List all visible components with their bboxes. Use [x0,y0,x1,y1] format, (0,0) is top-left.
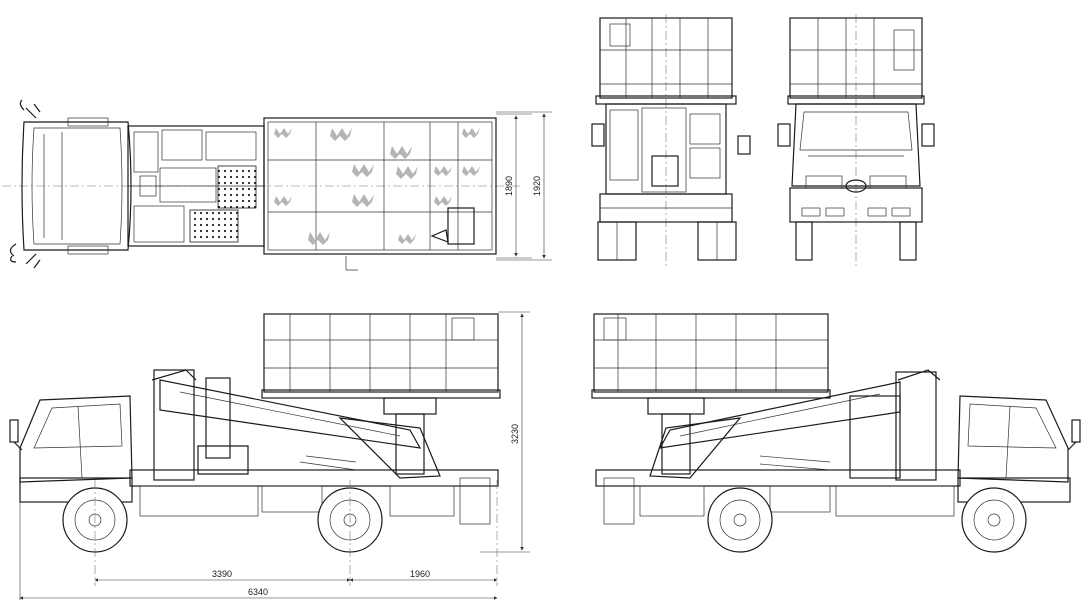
front-view [777,14,935,268]
dim-platform-width: 1890 [504,176,514,196]
rear-view [591,14,751,268]
right-side-view [591,313,1081,553]
dim-overall-length: 6340 [248,587,268,597]
dim-wheelbase: 3390 [212,569,232,579]
dim-overall-width: 1920 [532,176,542,196]
left-side-view: 3230 3390 1960 6340 [9,311,530,600]
dim-stowed-height: 3230 [510,424,520,444]
top-view: 1890 1920 [2,99,552,271]
dim-rear-overhang: 1960 [410,569,430,579]
